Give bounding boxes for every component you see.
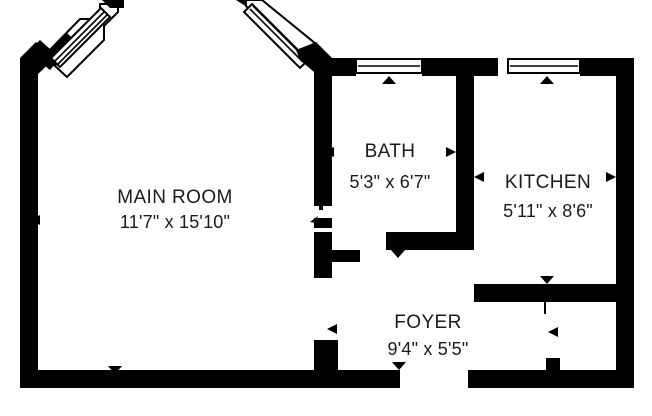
marker-main-west — [30, 215, 40, 225]
room-label-foyer: FOYER 9'4" x 5'5" — [388, 312, 469, 359]
marker-main-south — [108, 366, 122, 374]
room-dims-main-room: 11'7" x 15'10" — [120, 212, 230, 232]
marker-kitchen-south — [540, 276, 554, 284]
room-name-bath: BATH — [365, 141, 416, 162]
marker-foyer-west — [327, 324, 337, 334]
marker-bath-east — [446, 147, 456, 157]
wall-bath-east — [456, 58, 474, 244]
marker-bath-top — [382, 76, 396, 84]
room-label-kitchen: KITCHEN 5'11" x 8'6" — [503, 172, 593, 221]
wall-main-south — [20, 370, 338, 388]
room-dims-kitchen: 5'11" x 8'6" — [503, 201, 593, 221]
wall-closet-jamb — [546, 358, 560, 388]
wall-foyer-south-right — [560, 370, 634, 388]
wall-bath-sw-stub — [332, 250, 360, 262]
window-bath — [355, 58, 423, 74]
window-kitchen — [507, 58, 581, 74]
wall-bath-top-right — [422, 58, 462, 76]
marker-kitchen-east — [606, 172, 616, 182]
room-name-main-room: MAIN ROOM — [117, 187, 233, 208]
door-bath-to-foyer — [332, 232, 386, 250]
room-dims-bath: 5'3" x 6'7" — [350, 172, 431, 192]
door-entry — [400, 370, 468, 388]
marker-foyer-south — [392, 362, 406, 370]
wall-bath-south — [386, 232, 474, 250]
wall-foyer-south-mid — [468, 370, 546, 388]
wall-kitchen-top-left — [462, 58, 498, 76]
marker-kitchen-west — [474, 172, 484, 182]
door-main-to-foyer — [314, 278, 332, 340]
marker-kitchen-top — [540, 76, 554, 84]
room-label-bath: BATH 5'3" x 6'7" — [350, 141, 431, 192]
wall-main-n-top-left — [102, 0, 124, 8]
wall-kitchen-south-right — [560, 284, 634, 302]
wall-bath-top-left — [332, 58, 356, 76]
wall-main-east-mid — [314, 232, 332, 278]
marker-bath-west — [324, 147, 334, 157]
door-main-to-bath — [310, 204, 332, 232]
room-label-main-room: MAIN ROOM 11'7" x 15'10" — [117, 187, 233, 232]
marker-closet-west — [548, 327, 558, 337]
wall-kitchen-east — [616, 58, 634, 388]
wall-kitchen-south-left — [474, 284, 560, 302]
room-dims-foyer: 9'4" x 5'5" — [388, 339, 469, 359]
wall-bath-south-jamb — [386, 232, 392, 242]
wall-main-east-upper — [314, 58, 332, 206]
window-main-left — [42, 3, 119, 79]
wall-main-west — [20, 58, 38, 388]
room-name-kitchen: KITCHEN — [505, 172, 591, 193]
marker-bath-south — [391, 250, 405, 258]
room-name-foyer: FOYER — [394, 312, 461, 333]
wall-foyer-south-left — [332, 370, 400, 388]
